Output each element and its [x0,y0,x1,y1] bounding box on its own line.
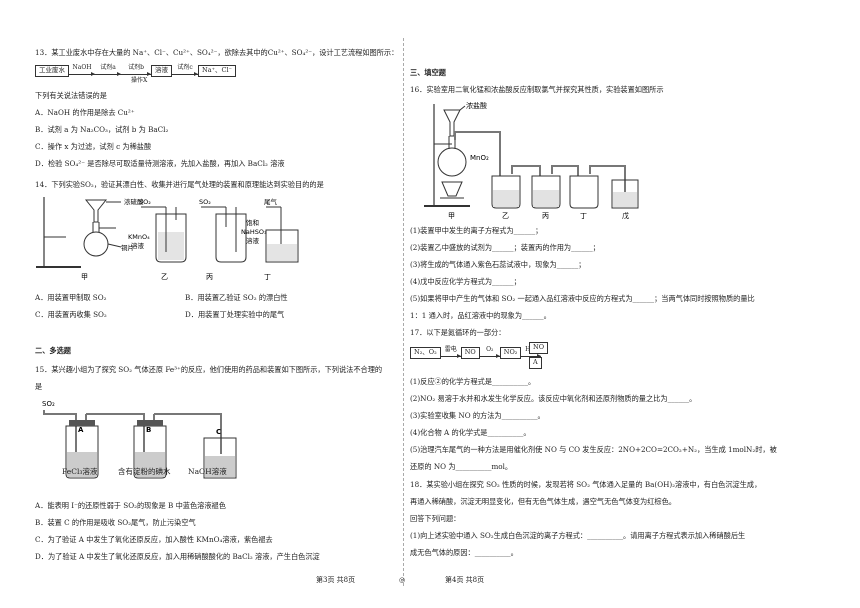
q17-nitrogen-cycle: N₂、O₂ 雷电 NO O₂ NO₂ H₂O [410,346,542,359]
q13-flowchart: 工业废水 NaOH 试剂a 试剂b 溶液 试剂c Na⁺、Cl⁻ [35,64,236,77]
flow-box-product: Na⁺、Cl⁻ [198,65,236,77]
q16-apparatus-figure: 浓盐酸 MnO₂ 甲 乙 丙 丁 戊 [424,101,639,220]
cycle-box-no-product: NO [529,342,549,354]
q14-option-d: D．用装置丁处理实验中的尾气 [185,310,285,319]
q17-line-3: (3)实验室收集 NO 的方法为__________。 [410,411,545,420]
q17-line-5: (5)治理汽车尾气的一种方法是用催化剂使 NO 与 CO 发生反应：2NO+2C… [410,445,777,454]
q13-option-d: D．检验 SO₄²⁻ 是否除尽可取适量待测溶液，先加入盐酸，再加入 BaCl₂ … [35,159,285,168]
q16-line-3: (3)将生成的气体通入紫色石蕊试液中，现象为______； [410,260,586,269]
q18-line-5: 成无色气体的原因：__________。 [410,548,518,557]
label-bottle-a: A [78,426,84,434]
flow-arrow: 试剂a [95,64,121,76]
q17-stem: 17．以下是氮循环的一部分： [410,328,506,337]
page-footer-right: 第4页 共8页 [445,576,485,584]
label-yi: 乙 [502,212,509,220]
q15-option-c: C．为了验证 A 中发生了氧化还原反应，加入酸性 KMnO₄溶液，紫色褪去 [35,535,273,544]
label-yi: 乙 [161,273,168,281]
binding-mark: ◎ [399,576,406,584]
label-mno2: MnO₂ [470,154,489,162]
label-conc-hcl: 浓盐酸 [466,101,487,110]
q15-stem: 15．某兴趣小组为了探究 SO₂ 气体还原 Fe³⁺的反应，他们使用的药品和装置… [35,365,383,374]
q15-stem-end: 是 [35,382,43,391]
label-nahso3-solution: 溶液 [246,236,260,245]
flow-operation-label: 操作X [131,77,148,84]
q16-line-5: (5)如果将甲中产生的气体和 SO₂ 一起通入品红溶液中反应的方程式为_____… [410,294,755,303]
label-beaker-c: C [216,428,221,436]
section-fill-in: 三、填空题 [410,68,446,77]
flow-arrow: 试剂b [121,64,151,76]
cycle-arrow-lightning: 雷电 [440,346,461,358]
q13-stem: 13．某工业废水中存在大量的 Na⁺、Cl⁻、Cu²⁺、SO₄²⁻，欲除去其中的… [35,48,399,57]
q16-line-2: (2)装置乙中盛放的试剂为______；装置丙的作用为______； [410,243,600,252]
q13-prompt: 下列有关说法错误的是 [35,91,107,100]
label-bing: 丙 [542,212,549,220]
q14-option-c: C．用装置丙收集 SO₂ [35,310,107,319]
label-so2-yi: SO₂ [139,198,151,206]
q18-line-1: 18．某实验小组在探究 SO₂ 性质的时候，发现若将 SO₂ 气体通入足量的 B… [410,480,762,489]
q16-line-1: (1)装置甲中发生的离子方程式为______； [410,226,543,235]
label-jia: 甲 [448,212,455,220]
q14-option-b: B．用装置乙验证 SO₂ 的漂白性 [185,293,288,302]
q17-line-2: (2)NO₂ 易溶于水并和水发生化学反应。该反应中氧化剂和还原剂物质的量之比为_… [410,394,697,403]
q15-option-d: D．为了验证 A 中发生了氧化还原反应，加入用稀硝酸酸化的 BaCl₂ 溶液，产… [35,552,320,561]
cycle-box-a: A [529,357,542,369]
column-divider [403,38,404,586]
page-footer-left: 第3页 共8页 [316,576,356,584]
q14-apparatus-figure: 浓硫酸 铜片 SO₂ KMnO₄ 溶液 SO₂ 尾气 饱和 NaHSO₃ 溶液 … [36,197,299,281]
cycle-box-n2-o2: N₂、O₂ [410,347,441,359]
label-starch-iodine: 含有淀粉的碘水 [118,467,171,476]
flow-arrow: NaOH [69,64,95,76]
q14-stem: 14．下列实验SO₂，验证其漂白性、收集并进行尾气处理的装置和原理能达到实验目的… [35,180,324,189]
flow-box-solution: 溶液 [151,65,172,77]
cycle-box-no: NO [460,347,480,359]
flow-box-wastewater: 工业废水 [35,65,69,77]
label-bing: 丙 [206,273,213,281]
q13-option-a: A．NaOH 的作用是除去 Cu²⁺ [35,108,135,117]
label-bottle-b: B [146,426,151,434]
label-jia: 甲 [81,273,88,281]
label-conc-h2so4: 浓硫酸 [124,197,144,206]
label-kmno4-solution: 溶液 [131,241,145,250]
label-kmno4: KMnO₄ [128,233,150,241]
label-fecl3-solution: FeCl₃溶液 [62,467,98,476]
q13-option-b: B．试剂 a 为 Na₂CO₃，试剂 b 为 BaCl₂ [35,125,169,134]
label-ding: 丁 [264,273,271,281]
label-nahso3: NaHSO₃ [241,228,267,236]
q16-stem: 16．实验室用二氧化锰和浓盐酸反应制取氯气并探究其性质，实验装置如图所示 [410,85,664,94]
q17-line-1: (1)反应②的化学方程式是__________。 [410,377,536,386]
label-wu: 戊 [622,211,629,220]
q16-line-4: (4)戊中反应化学方程式为______； [410,277,521,286]
label-so2-inlet: SO₂ [42,400,55,408]
label-naoh-solution: NaOH溶液 [188,467,227,476]
section-multiple-choice: 二、多选题 [35,346,71,355]
q14-option-a: A．用装置甲制取 SO₂ [35,293,107,302]
cycle-arrow-o2: O₂ [479,346,500,358]
q15-option-b: B．装置 C 的作用是吸收 SO₂尾气，防止污染空气 [35,518,196,527]
q15-option-a: A．能表明 I⁻的还原性弱于 SO₂的现象是 B 中蓝色溶液褪色 [35,501,226,510]
q18-line-2: 再通入稀硝酸，沉淀无明显变化，但有无色气体生成，遇空气无色气体变为红棕色。 [410,497,676,506]
label-copper: 铜片 [121,243,134,252]
q17-line-6: 还原的 NO 为__________mol。 [410,462,513,471]
label-tail-gas: 尾气 [264,197,278,206]
label-ding: 丁 [580,212,587,220]
q16-line-6: 1：1 通入时，品红溶液中的现象为______。 [410,311,551,320]
q17-line-4: (4)化合物 A 的化学式是__________。 [410,428,531,437]
flow-arrow: 试剂c [172,64,198,76]
cycle-box-no2: NO₂ [499,347,522,359]
label-saturated: 饱和 [246,218,259,227]
label-so2-bing: SO₂ [199,198,211,206]
q18-line-4: (1)向上述实验中通入 SO₂生成白色沉淀的离子方程式：__________。请… [410,531,746,540]
q15-apparatus-figure: SO₂ A B C [42,400,237,479]
q13-option-c: C．操作 x 为过滤，试剂 c 为稀盐酸 [35,142,152,151]
q18-line-3: 回答下列问题： [410,514,461,523]
